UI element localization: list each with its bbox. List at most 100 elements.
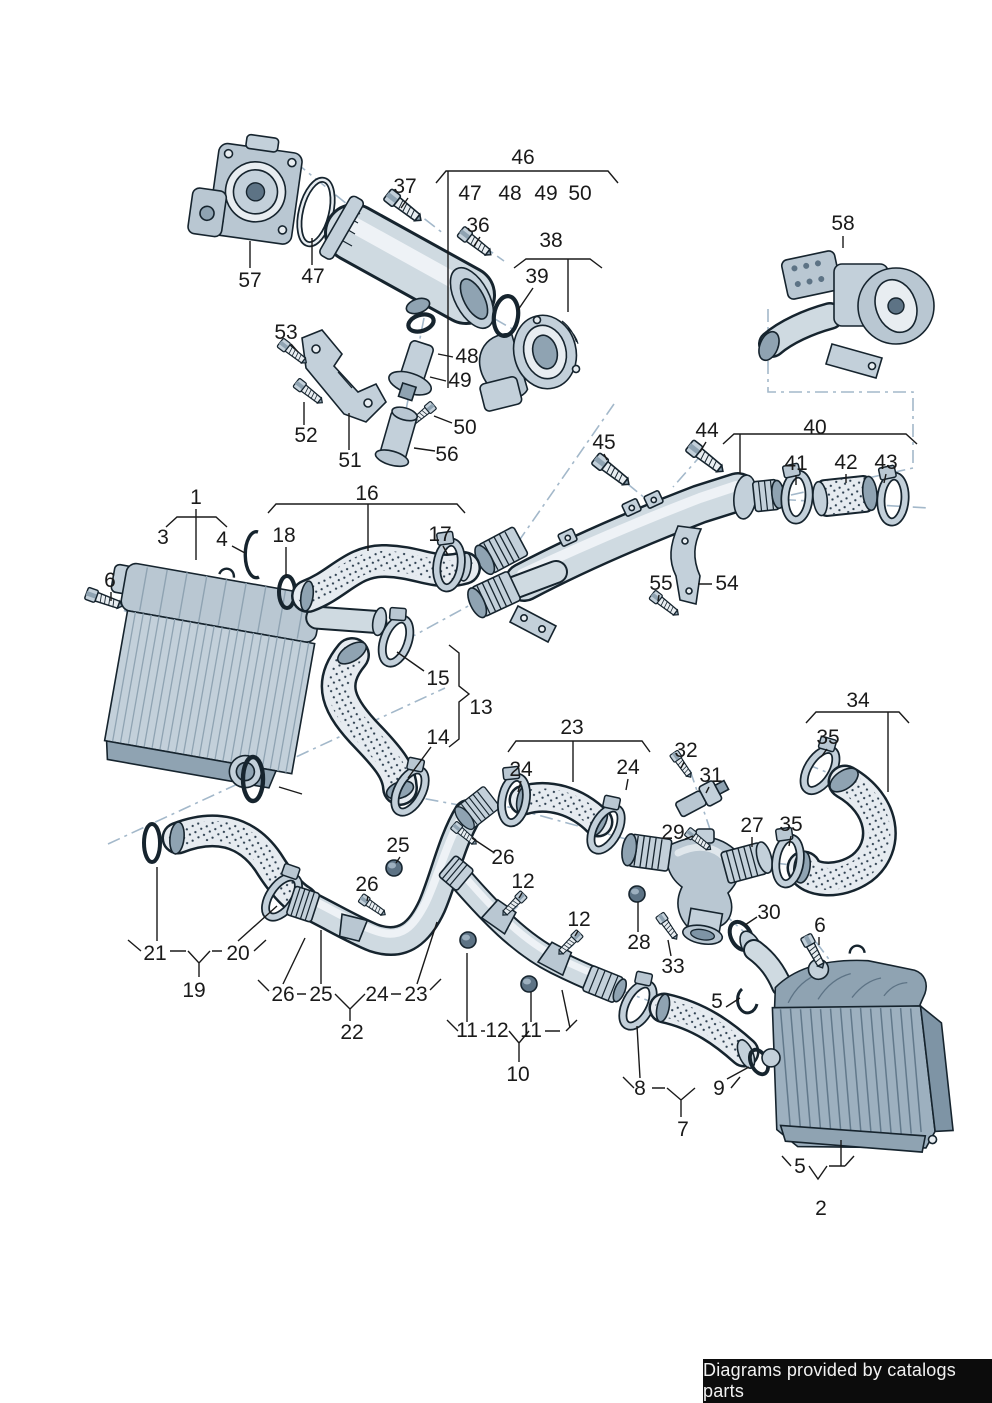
part-label-33: 33 <box>661 955 685 978</box>
part-label-12c: 12 <box>485 1019 509 1042</box>
part-label-5a: 5 <box>711 990 723 1013</box>
part-label-48b: 48 <box>498 182 522 205</box>
part-label-24c: 24 <box>365 983 389 1006</box>
hose-7-drawing <box>648 992 760 1069</box>
intercooler-right-drawing <box>761 944 954 1153</box>
nut-28 <box>628 885 646 903</box>
nut-25 <box>385 859 403 877</box>
part-label-20: 20 <box>226 942 250 965</box>
part-label-12a: 12 <box>511 870 535 893</box>
part-label-30: 30 <box>757 901 781 924</box>
part-label-50a: 50 <box>453 416 477 439</box>
part-label-38: 38 <box>539 229 563 252</box>
part-label-13: 13 <box>469 696 493 719</box>
part-label-6b: 6 <box>814 914 826 937</box>
part-label-4: 4 <box>216 528 228 551</box>
part-label-12b: 12 <box>567 908 591 931</box>
bolt-45 <box>590 451 634 491</box>
sensor-49-drawing <box>388 340 434 402</box>
sleeve-56-drawing <box>374 406 419 468</box>
part-label-8: 8 <box>634 1077 646 1100</box>
bolt-44 <box>684 438 728 478</box>
screw-26-lower <box>357 893 389 920</box>
part-label-24b: 24 <box>616 756 640 779</box>
part-label-40: 40 <box>803 416 827 439</box>
pipe-22-drawing <box>286 785 502 956</box>
part-label-35b: 35 <box>779 813 803 836</box>
hose-13-drawing <box>320 637 418 806</box>
part-label-19: 19 <box>182 979 206 1002</box>
part-label-58: 58 <box>831 212 855 235</box>
part-label-3a: 3 <box>157 526 169 549</box>
hose-23-drawing <box>508 781 614 838</box>
part-label-11a: 11 <box>456 1019 478 1042</box>
part-label-51: 51 <box>338 449 362 472</box>
part-label-14: 14 <box>426 726 450 749</box>
oring-48 <box>406 312 436 334</box>
part-label-27: 27 <box>740 814 764 837</box>
throttle-valve-drawing <box>478 314 581 412</box>
part-label-29: 29 <box>661 821 685 844</box>
callout-lines <box>110 170 918 1181</box>
part-label-46: 46 <box>511 146 535 169</box>
turbocharger-drawing <box>758 250 935 379</box>
part-label-16: 16 <box>355 482 379 505</box>
part-label-55: 55 <box>649 572 673 595</box>
part-label-2: 2 <box>815 1197 827 1220</box>
oring-21 <box>142 822 162 864</box>
part-label-41: 41 <box>784 452 808 475</box>
part-label-39: 39 <box>525 265 549 288</box>
part-label-6a: 6 <box>104 569 116 592</box>
part-label-47b: 47 <box>458 182 482 205</box>
bracket-51-drawing <box>301 329 387 423</box>
part-label-49b: 49 <box>534 182 558 205</box>
footer-credit-bar: Diagrams provided by catalogs parts <box>703 1359 992 1403</box>
part-label-11b: 11 <box>520 1019 542 1042</box>
charge-pipe-40-drawing <box>463 472 785 644</box>
part-label-47a: 47 <box>301 265 325 288</box>
intercooler-left-drawing <box>103 562 388 789</box>
part-label-53: 53 <box>274 321 298 344</box>
screw-33 <box>655 911 682 943</box>
part-label-21: 21 <box>143 942 167 965</box>
hose-16-drawing <box>291 544 481 613</box>
part-label-25b: 25 <box>309 983 333 1006</box>
part-label-37: 37 <box>393 175 417 198</box>
part-label-26b: 26 <box>355 873 379 896</box>
part-label-32: 32 <box>674 739 698 762</box>
part-label-17: 17 <box>428 523 452 546</box>
part-label-52: 52 <box>294 424 318 447</box>
part-label-50b: 50 <box>568 182 592 205</box>
part-label-45: 45 <box>592 431 616 454</box>
footer-credit-text: Diagrams provided by catalogs parts <box>703 1360 956 1401</box>
oring-3 <box>240 754 266 804</box>
part-label-34: 34 <box>846 689 870 712</box>
part-label-49a: 49 <box>448 369 472 392</box>
part-label-9: 9 <box>713 1077 725 1100</box>
bracket-54-drawing <box>670 525 703 605</box>
sensor-31-drawing <box>675 779 730 818</box>
nut-11-upper <box>459 931 477 949</box>
y-connector-27-drawing <box>619 828 774 946</box>
clip-4 <box>243 530 260 580</box>
part-label-54: 54 <box>715 572 739 595</box>
pipe-10-drawing <box>438 855 628 1003</box>
hose-42-drawing <box>812 474 878 518</box>
nut-11-lower <box>520 975 538 993</box>
part-label-56: 56 <box>435 443 459 466</box>
part-label-25a: 25 <box>386 834 410 857</box>
part-label-1: 1 <box>190 486 202 509</box>
part-label-36: 36 <box>466 214 490 237</box>
part-label-31: 31 <box>699 764 723 787</box>
part-label-5b: 5 <box>794 1155 806 1178</box>
part-label-57: 57 <box>238 269 262 292</box>
part-label-26c: 26 <box>271 983 295 1006</box>
part-label-43: 43 <box>874 451 898 474</box>
part-label-23a: 23 <box>560 716 584 739</box>
part-label-26a: 26 <box>491 846 515 869</box>
part-label-10: 10 <box>506 1063 530 1086</box>
clip-5 <box>736 987 759 1015</box>
part-label-44: 44 <box>695 419 719 442</box>
